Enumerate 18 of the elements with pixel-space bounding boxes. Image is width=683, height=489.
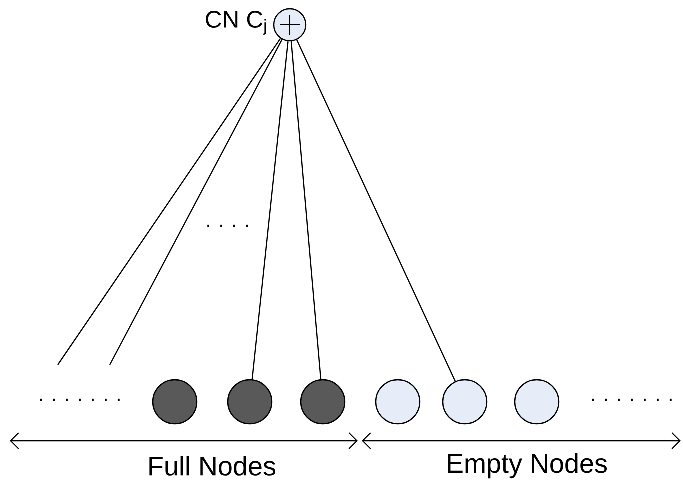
group-label: Full Nodes (150, 456, 276, 476)
node-label: CN C$_{j}$ (206, 11, 266, 35)
empty-node-circle (375, 379, 421, 425)
connector-line (109, 39, 283, 366)
connector-line (296, 40, 456, 382)
check-node-circle (273, 8, 307, 42)
group-label: Empty Nodes (448, 453, 608, 479)
ellipsis-dots: . . . . . . . (40, 398, 120, 402)
empty-node-circle (514, 379, 560, 425)
full-node-circle (152, 379, 198, 425)
ellipsis-dots: . . . . . . . (592, 398, 672, 402)
full-node-circle (300, 379, 346, 425)
connector-line (252, 41, 289, 380)
empty-node-circle (442, 379, 488, 425)
ellipsis-dots: . . . . (208, 224, 248, 228)
connector-line (290, 41, 322, 380)
connector-line (58, 38, 282, 366)
full-node-circle (227, 379, 273, 425)
